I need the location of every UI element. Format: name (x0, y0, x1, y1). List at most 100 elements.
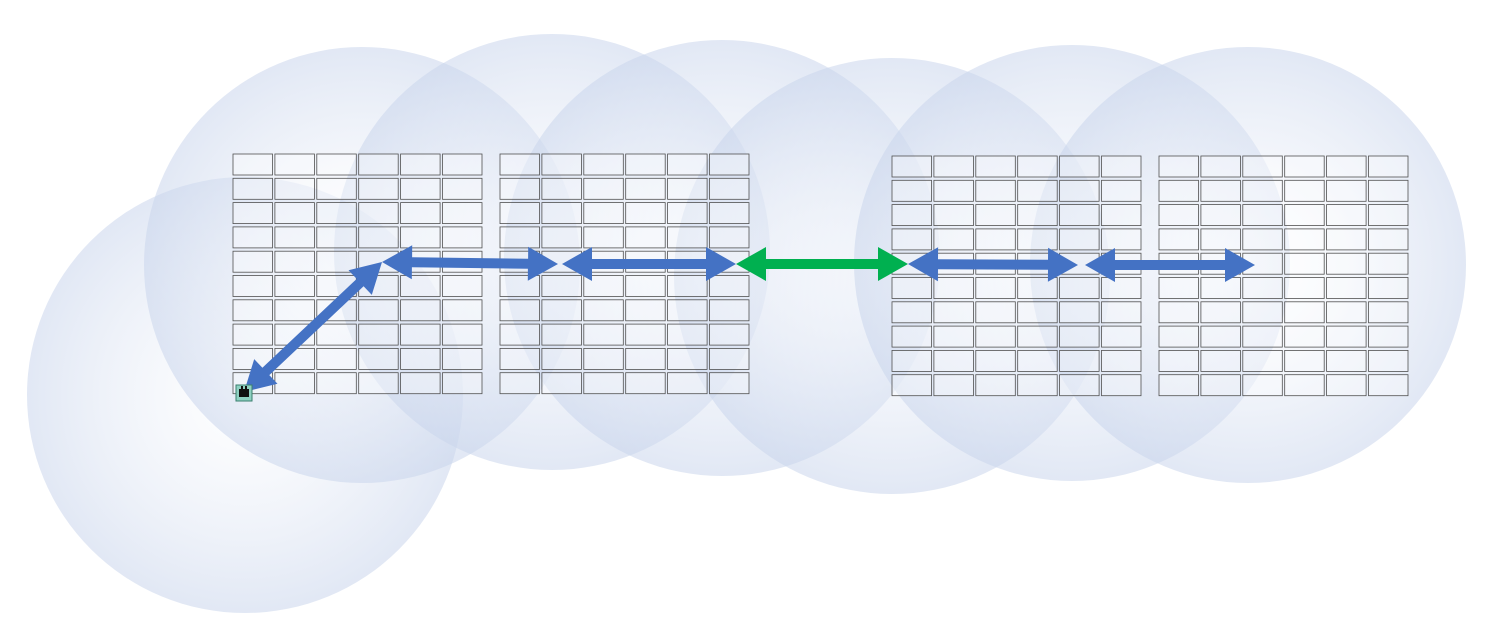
grid-cell (274, 153, 315, 176)
grid-cell (400, 323, 441, 346)
grid-cell (358, 202, 399, 225)
grid-cell (442, 202, 483, 225)
grid-cell (1368, 252, 1409, 275)
grid-cell (1200, 374, 1241, 397)
grid-cell (1101, 155, 1142, 178)
grid-cell (442, 323, 483, 346)
grid-cell (583, 177, 624, 200)
grid-block-1 (232, 153, 483, 395)
grid-cell (442, 372, 483, 395)
grid-cell (1158, 155, 1199, 178)
grid-cell (1017, 228, 1058, 251)
grid-cell (667, 226, 708, 249)
coverage-circles (27, 34, 1466, 613)
grid-cell (232, 226, 273, 249)
grid-cell (316, 372, 357, 395)
grid-cell (1101, 301, 1142, 324)
grid-cell (1326, 349, 1367, 372)
grid-cell (583, 299, 624, 322)
grid-cell (891, 349, 932, 372)
grid-cell (933, 277, 974, 299)
grid-cell (1242, 179, 1283, 202)
grid-cell (1326, 252, 1367, 275)
grid-cell (1158, 228, 1199, 251)
grid-cell (891, 301, 932, 324)
grid-cell (316, 153, 357, 176)
grid-cell (1017, 155, 1058, 178)
grid-cell (499, 372, 540, 395)
grid-cell (499, 202, 540, 225)
grid-cell (1368, 204, 1409, 227)
grid-cell (933, 204, 974, 227)
grid-cell (709, 275, 750, 297)
grid-cell (316, 250, 357, 273)
grid-cell (1284, 301, 1325, 324)
grid-cell (499, 177, 540, 200)
grid-cell (1158, 204, 1199, 227)
grid-cell (499, 323, 540, 346)
grid-cell (1200, 277, 1241, 299)
grid-cell (232, 323, 273, 346)
grid-cell (1101, 204, 1142, 227)
grid-cell (1326, 325, 1367, 348)
grid-cell (975, 325, 1016, 348)
grid-cell (933, 325, 974, 348)
grid-cell (1326, 155, 1367, 178)
grid-cell (933, 349, 974, 372)
grid-cell (891, 179, 932, 202)
grid-cell (933, 179, 974, 202)
grid-cell (1284, 155, 1325, 178)
links (244, 245, 1255, 392)
grid-cell (625, 153, 666, 176)
grid-cell (625, 177, 666, 200)
grid-cell (541, 226, 582, 249)
grid-cell (358, 323, 399, 346)
grid-cell (1059, 301, 1100, 324)
grid-cell (1284, 374, 1325, 397)
grid-cell (1242, 374, 1283, 397)
grid-cell (541, 372, 582, 395)
grid-cell (1200, 228, 1241, 251)
grid-cell (1158, 374, 1199, 397)
grid-cell (1017, 277, 1058, 299)
grid-cell (1242, 204, 1283, 227)
grid-cell (1200, 204, 1241, 227)
grid-cell (583, 275, 624, 297)
grid-cell (400, 177, 441, 200)
grid-cell (400, 275, 441, 297)
grid-cell (1158, 349, 1199, 372)
grid-cell (1242, 349, 1283, 372)
grid-cell (583, 226, 624, 249)
wireless-node-icon[interactable] (235, 384, 253, 402)
grid-cell (499, 226, 540, 249)
grid-cell (891, 155, 932, 178)
grid-cell (232, 275, 273, 297)
link-relay-1-to-relay-2-arrow (562, 247, 736, 281)
grid-cell (891, 228, 932, 251)
grid-cell (1059, 374, 1100, 397)
grid-cell (400, 299, 441, 322)
grid-cell (667, 299, 708, 322)
link-relay-2-to-relay-3-arrow (736, 247, 908, 281)
grid-cell (1368, 301, 1409, 324)
grid-cell (667, 202, 708, 225)
grid-cell (1326, 277, 1367, 299)
grid-cell (400, 226, 441, 249)
grid-cell (1158, 179, 1199, 202)
grid-cell (891, 325, 932, 348)
grid-cell (1101, 277, 1142, 299)
grid-cell (442, 347, 483, 370)
grid-cell (625, 275, 666, 297)
grid-cell (583, 347, 624, 370)
grid-cell (709, 299, 750, 322)
grid-cell (709, 202, 750, 225)
grid-cell (975, 155, 1016, 178)
grid-cell (400, 372, 441, 395)
grid-cell (358, 299, 399, 322)
grid-cell (1242, 325, 1283, 348)
grid-cell (1326, 374, 1367, 397)
grid-cell (1017, 374, 1058, 397)
grid-cell (274, 275, 315, 297)
grid-cell (232, 299, 273, 322)
